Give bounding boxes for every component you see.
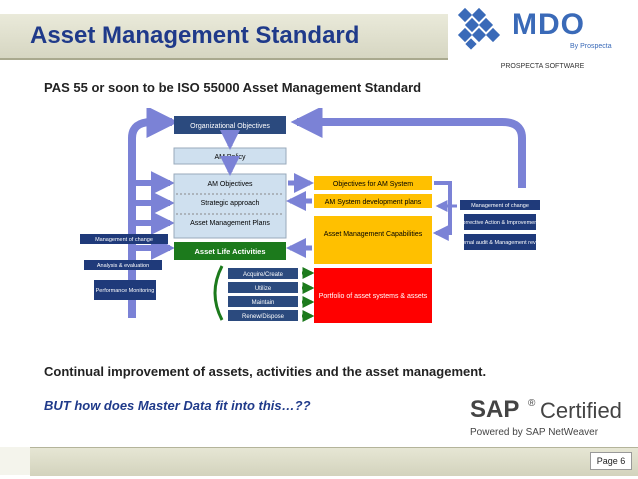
mdo-logo: MDO By Prospecta: [448, 0, 638, 62]
org-objectives-label: Organizational Objectives: [190, 123, 270, 130]
footer-band: [30, 447, 638, 476]
loop-arrow-left: [128, 108, 179, 318]
org-objectives-box: [174, 116, 286, 134]
logo-text: MDO: [512, 8, 585, 41]
right-mgmt-change-label: Management of change: [471, 203, 529, 209]
left-mgmt-change-box: [80, 234, 168, 244]
activity-acquire: [228, 268, 298, 279]
right-mgmt-change-box: [460, 200, 540, 210]
loop-arrow-right: [290, 108, 526, 188]
section-subtitle: PAS 55 or soon to be ISO 55000 Asset Man…: [44, 80, 422, 95]
internal-audit-label: Internal audit & Management review: [456, 240, 544, 246]
footer-edge: [0, 447, 30, 475]
left-mgmt-change-label: Management of change: [95, 237, 153, 243]
page-number: Page 6: [590, 452, 632, 470]
am-policy-label: AM Policy: [214, 154, 246, 161]
powered-by-text: Powered by SAP NetWeaver: [470, 427, 599, 438]
am-objectives-box: [173, 173, 287, 239]
activity-maintain-label: Maintain: [252, 300, 275, 306]
continual-improvement-text: Continual improvement of assets, activit…: [44, 364, 487, 379]
capabilities-box: [314, 216, 432, 264]
objectives-am-system-box: [314, 176, 432, 190]
master-data-question: BUT how does Master Data fit into this…?…: [44, 398, 311, 413]
activity-utilize-label: Utilize: [255, 286, 272, 292]
strategic-approach-label: Strategic approach: [201, 200, 260, 207]
activity-maintain: [228, 296, 298, 307]
activity-renew: [228, 310, 298, 321]
portfolio-box: [314, 268, 432, 323]
header-band: [0, 14, 448, 60]
am-system-dev-label: AM System development plans: [325, 199, 422, 206]
corrective-action-box: [464, 214, 536, 230]
performance-label: Performance Monitoring: [96, 288, 155, 294]
analysis-label: Analysis & evaluation: [97, 263, 149, 269]
analysis-box: [84, 260, 162, 270]
logo-subtitle: PROSPECTA SOFTWARE: [500, 63, 585, 70]
am-objectives-label: AM Objectives: [207, 181, 253, 188]
asset-life-box: [174, 242, 286, 260]
activity-acquire-label: Acquire/Create: [243, 272, 284, 278]
am-system-dev-box: [314, 194, 432, 208]
activity-renew-label: Renew/Dispose: [242, 314, 285, 320]
capabilities-label: Asset Management Capabilities: [324, 231, 423, 238]
am-plans-label: Asset Management Plans: [190, 220, 270, 227]
asset-life-label: Asset Life Activities: [195, 247, 266, 256]
performance-box: [94, 280, 156, 300]
mdo-logo-icon: [457, 7, 501, 50]
pas55-diagram: Organizational Objectives AM Policy AM O…: [80, 108, 544, 323]
portfolio-label: Portfolio of asset systems & assets: [319, 293, 428, 300]
sap-certified-badge: SAP ® Certified Powered by SAP NetWeaver: [470, 396, 630, 446]
certified-text: Certified: [540, 398, 622, 423]
internal-audit-box: [464, 234, 536, 250]
page-title: Asset Management Standard: [30, 22, 360, 49]
activity-utilize: [228, 282, 298, 293]
registered-icon: ®: [528, 398, 536, 409]
sap-text: SAP: [470, 396, 520, 423]
logo-byline: By Prospecta: [570, 43, 612, 50]
corrective-action-label: Corrective Action & Improvements: [458, 220, 541, 226]
objectives-am-system-label: Objectives for AM System: [333, 181, 413, 188]
